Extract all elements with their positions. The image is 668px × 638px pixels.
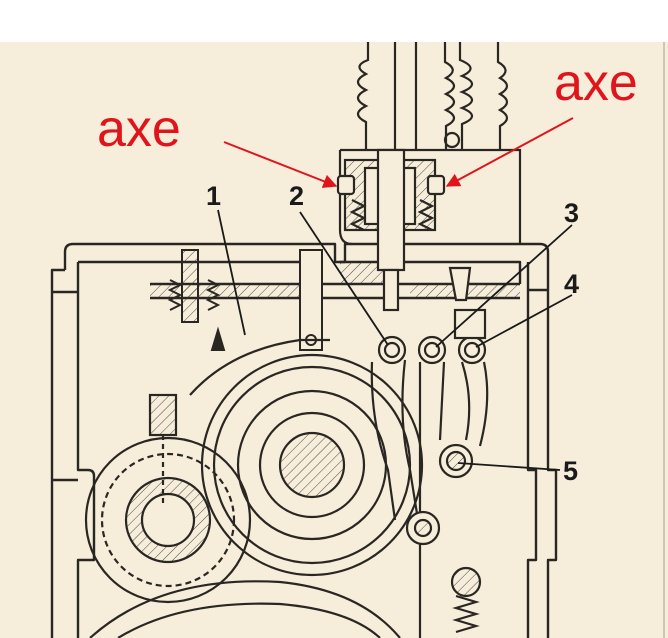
part-number-3: 3 — [564, 198, 579, 228]
part-number-1: 1 — [206, 181, 221, 211]
left-axe-arrow — [223, 141, 338, 188]
shift-levers — [370, 266, 489, 638]
technical-drawing: 1 2 3 4 5 axe axe — [0, 42, 668, 638]
part-number-5: 5 — [563, 456, 578, 486]
gears — [84, 353, 424, 638]
axe-arrows — [223, 117, 574, 188]
left-axe-label: axe — [97, 100, 181, 158]
right-axe-label: axe — [554, 54, 638, 112]
top-margin — [0, 0, 668, 42]
number-leaders — [217, 209, 573, 471]
axe-pins — [336, 131, 461, 196]
detent-springs — [167, 249, 323, 351]
right-axe-arrow — [445, 117, 574, 187]
selector-fork — [148, 338, 330, 505]
part-number-4: 4 — [564, 269, 579, 299]
lever-housing — [338, 148, 522, 312]
part-number-2: 2 — [289, 181, 304, 211]
bellows-boot — [356, 42, 509, 150]
